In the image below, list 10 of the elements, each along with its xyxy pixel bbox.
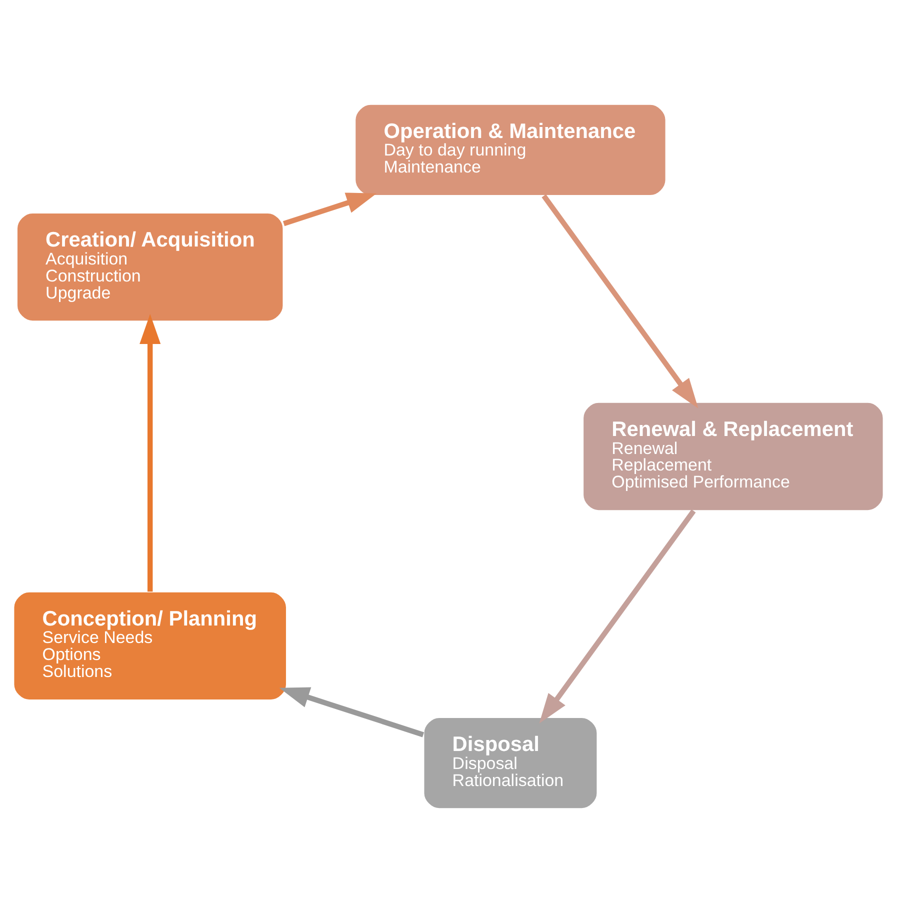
- arrow: [140, 313, 161, 592]
- arrow: [282, 192, 377, 226]
- node-box: Creation/ Acquisition Acquisition Construction Upgrade: [16, 212, 284, 322]
- arrow: [539, 508, 696, 723]
- arrow: [279, 686, 424, 737]
- node-box: Disposal Disposal Rationalisation: [422, 716, 598, 809]
- arrow: [542, 194, 698, 408]
- node-box: Operation & Maintenance Day to day running Maintenance: [354, 103, 667, 196]
- node-box: Renewal & Replacement Renewal Replacement Optimised Performance: [582, 401, 884, 511]
- node-box: Conception/ Planning Service Needs Options Solutions: [12, 590, 288, 700]
